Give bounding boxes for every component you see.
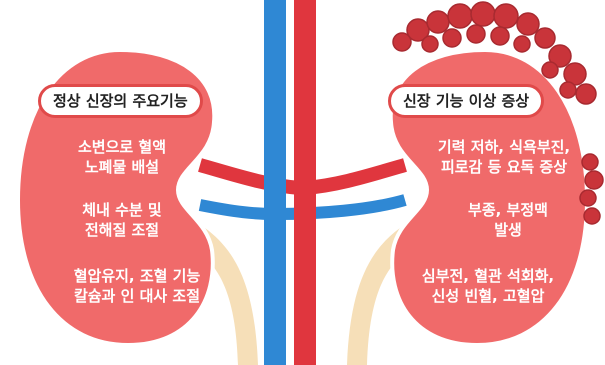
right-symptom-1-line-2: 피로감 등 요독 증상 (440, 158, 568, 176)
right-symptom-1: 기력 저하, 식욕부진, 피로감 등 요독 증상 (418, 137, 590, 177)
left-function-3: 혈압유지, 조혈 기능 칼슘과 인 대사 조절 (52, 266, 222, 306)
left-function-2-line-2: 전해질 조절 (84, 221, 160, 239)
left-function-1-line-1: 소변으로 혈액 (77, 138, 167, 156)
left-kidney (15, 47, 217, 348)
right-symptom-3-line-1: 심부전, 혈관 석회화, (421, 267, 555, 285)
left-function-1: 소변으로 혈액 노폐물 배설 (52, 137, 192, 177)
right-kidney-title: 신장 기능 이상 증상 (388, 84, 545, 118)
left-function-2-line-1: 체내 수분 및 (82, 201, 162, 219)
left-renal-artery (198, 158, 301, 195)
aorta (294, 0, 316, 365)
right-symptom-2-line-1: 부종, 부정맥 (468, 201, 548, 219)
right-symptom-3: 심부전, 혈관 석회화, 신성 빈혈, 고혈압 (398, 266, 578, 306)
left-function-3-line-2: 칼슘과 인 대사 조절 (73, 287, 201, 305)
right-renal-artery (304, 158, 407, 195)
right-symptom-2: 부종, 부정맥 발생 (438, 200, 578, 240)
right-symptom-1-line-1: 기력 저하, 식욕부진, (437, 138, 571, 156)
kidney-nodules (392, 1, 604, 225)
right-symptom-3-line-2: 신성 빈혈, 고혈압 (431, 287, 545, 305)
left-function-2: 체내 수분 및 전해질 조절 (52, 200, 192, 240)
vena-cava (264, 0, 286, 365)
left-kidney-title: 정상 신장의 주요기능 (38, 84, 203, 118)
left-function-1-line-2: 노폐물 배설 (84, 158, 160, 176)
right-symptom-2-line-2: 발생 (494, 221, 522, 239)
left-renal-vein (198, 199, 276, 220)
left-function-3-line-1: 혈압유지, 조혈 기능 (73, 267, 201, 285)
right-renal-vein (274, 194, 407, 220)
